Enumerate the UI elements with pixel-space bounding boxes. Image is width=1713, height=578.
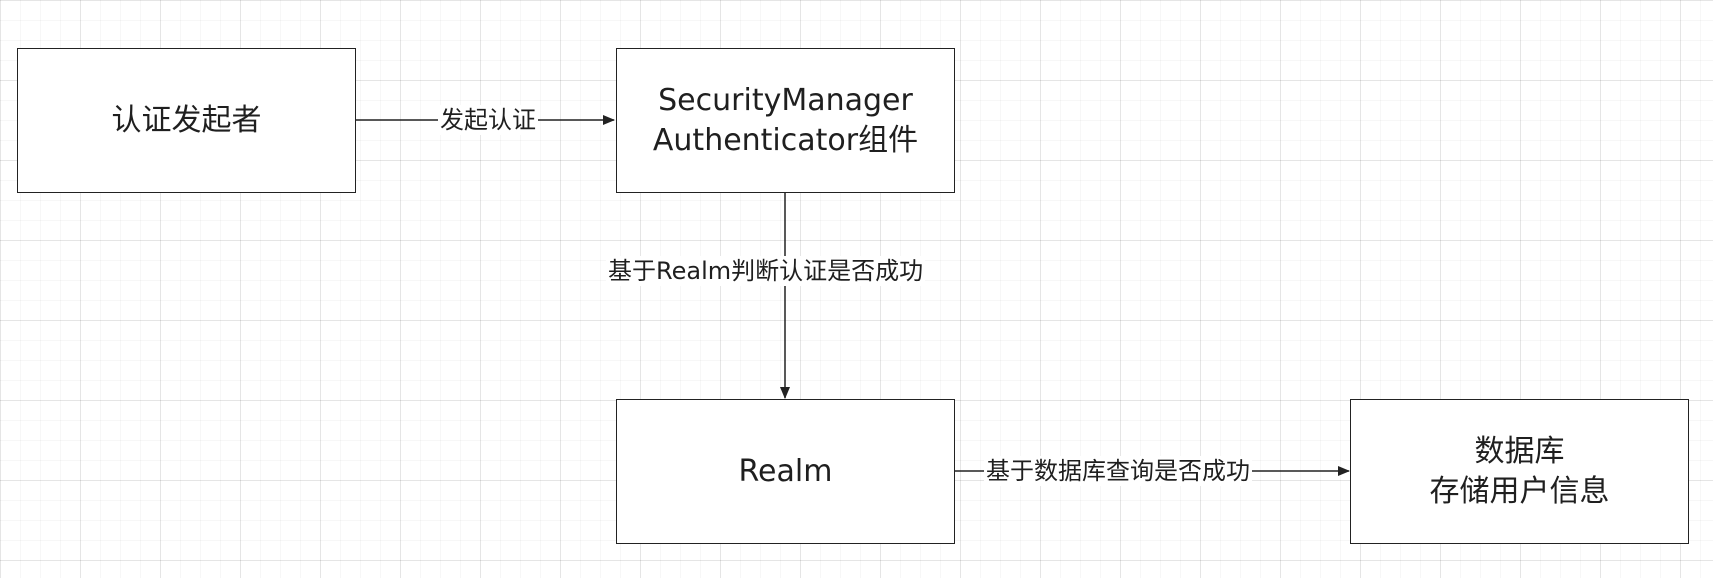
initiator-node: 认证发起者: [17, 48, 356, 193]
database-label-line1: 数据库: [1474, 433, 1565, 469]
database-node: 数据库 存储用户信息: [1350, 399, 1689, 544]
edge-label-initiate-auth: 发起认证: [438, 105, 538, 135]
edge-label-db-query: 基于数据库查询是否成功: [984, 456, 1252, 486]
realm-label: Realm: [738, 453, 833, 489]
initiator-label: 认证发起者: [111, 102, 262, 138]
security-manager-label-line1: SecurityManager: [658, 82, 913, 118]
security-manager-label-line2: Authenticator组件: [652, 122, 919, 158]
edge-label-realm-judge: 基于Realm判断认证是否成功: [606, 256, 926, 286]
realm-node: Realm: [616, 399, 955, 544]
security-manager-node: SecurityManager Authenticator组件: [616, 48, 955, 193]
database-label-line2: 存储用户信息: [1429, 473, 1610, 509]
